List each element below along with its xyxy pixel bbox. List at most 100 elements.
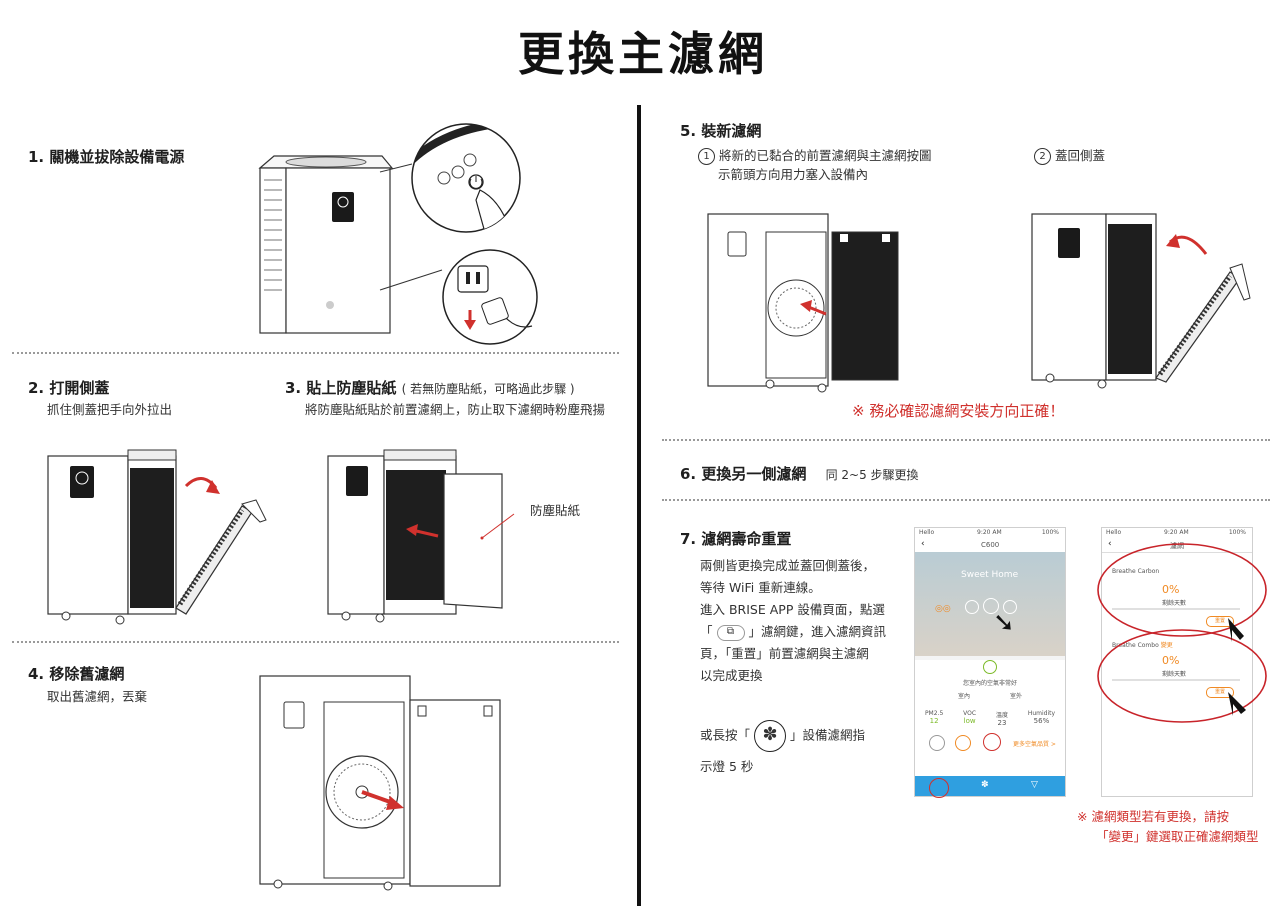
step7-alt-b: 」設備濾網指: [789, 727, 865, 743]
step2-desc: 抓住側蓋把手向外拉出: [47, 402, 173, 417]
app-screenshot-filter: Hello 9:20 AM 100% ‹ 濾網 Breathe Carbon 0…: [1101, 527, 1253, 797]
filter-key-icon: ⧉: [716, 624, 745, 641]
battery: 100%: [1041, 529, 1059, 536]
step7-note-line2: 「變更」鍵選取正確濾網類型: [1096, 829, 1259, 844]
step5-warning: ※ 務必確認濾網安裝方向正確！: [852, 402, 1065, 420]
sub2-number: 2: [1034, 148, 1051, 165]
step7-line1: 兩側皆更換完成並蓋回側蓋後，: [700, 558, 876, 573]
filter2-bar: [1112, 679, 1240, 681]
step4-desc: 取出舊濾網，丟棄: [47, 689, 148, 704]
device-status-icon: ◎◎: [935, 604, 951, 614]
carrier: Hello: [919, 529, 935, 536]
step7-line3: 進入 BRISE APP 設備頁面，點選: [700, 602, 885, 617]
nav-bar-2: ‹ 濾網: [1102, 538, 1252, 553]
sticker-label: 防塵貼紙: [530, 503, 581, 518]
step7-alt: 或長按「 ✽ 」設備濾網指: [700, 720, 865, 752]
step3-title-text: 3. 貼上防塵貼紙: [285, 379, 397, 397]
mode-icon[interactable]: [965, 600, 979, 614]
filter2-name-text: Breathe Combo: [1112, 642, 1159, 649]
filter1-percent: 0%: [1162, 583, 1180, 596]
step4-title: 4. 移除舊濾網: [28, 665, 125, 683]
divider-2: [12, 641, 619, 643]
divider-3: [662, 439, 1270, 441]
sub2-text: 蓋回側蓋: [1055, 148, 1106, 163]
step5-sub1: 1 將新的已黏合的前置濾網與主濾網按圖: [698, 145, 932, 167]
reset-button-2[interactable]: 重置: [1206, 687, 1234, 698]
filter1-bar: [1112, 608, 1240, 610]
highlight-ellipses: [1097, 543, 1267, 723]
battery-2: 100%: [1228, 529, 1246, 536]
back-icon[interactable]: ‹: [921, 539, 925, 549]
status-bar: Hello 9:20 AM 100%: [915, 528, 1065, 538]
device-tab-icon[interactable]: [929, 778, 949, 798]
device-name: C600: [981, 541, 1000, 549]
shop-tab-icon[interactable]: ▽: [1031, 780, 1038, 790]
zoom-connector-lines: [379, 163, 443, 291]
settings-icon[interactable]: [1003, 600, 1017, 614]
air-tabs: 室內 室外: [915, 691, 1065, 700]
more-air-link[interactable]: 更多空氣品質 >: [1013, 741, 1056, 748]
sub1-line1: 將新的已黏合的前置濾網與主濾網按圖: [719, 148, 932, 163]
home-name: Sweet Home: [961, 570, 1019, 580]
pointer-cursor-icon: ➘: [993, 608, 1015, 638]
step6-note: 同 2~5 步驟更換: [825, 468, 919, 482]
control-row: 更多空氣品質 >: [915, 733, 1065, 759]
tab-indoor[interactable]: 室內: [957, 693, 970, 700]
step7-line5: 頁，「重置」前置濾網與主濾網: [700, 646, 869, 661]
purifier-insert-filter-illustration: [707, 213, 899, 393]
filter2-sub: 剩餘天數: [1162, 671, 1187, 678]
clock: 9:20 AM: [977, 529, 1002, 536]
carrier-2: Hello: [1106, 529, 1122, 536]
step7-alt-a: 或長按「: [700, 727, 751, 743]
step7-line4b: 」濾網鍵，進入濾網資訊: [748, 624, 886, 639]
step5-title: 5. 裝新濾網: [680, 122, 762, 140]
divider-4: [662, 499, 1270, 501]
fan-icon[interactable]: [955, 735, 971, 751]
sub1-number: 1: [698, 148, 715, 165]
purifier-remove-filter-illustration: [259, 675, 501, 891]
fan-tab-icon[interactable]: ✽: [981, 780, 989, 790]
step3-desc: 將防塵貼紙貼於前置濾網上，防止取下濾網時粉塵飛揚: [305, 402, 606, 417]
reset-button-1[interactable]: 重置: [1206, 616, 1234, 627]
app-tab-bar: ✽ ▽: [915, 776, 1065, 798]
filter1-sub: 剩餘天數: [1162, 600, 1187, 607]
step7-instructions: 兩側皆更換完成並蓋回側蓋後， 等待 WiFi 重新連線。 進入 BRISE AP…: [700, 555, 886, 687]
step6-title-text: 6. 更換另一側濾網: [680, 465, 807, 483]
filter2-name: Breathe Combo 變更: [1112, 640, 1173, 649]
filter-key-icon-app[interactable]: [983, 598, 999, 614]
step3-title: 3. 貼上防塵貼紙 ( 若無防塵貼紙，可略過此步驟 ): [285, 377, 575, 398]
step7-line2: 等待 WiFi 重新連線。: [700, 580, 821, 595]
step7-title: 7. 濾網壽命重置: [680, 530, 792, 548]
clock-2: 9:20 AM: [1164, 529, 1189, 536]
speed-icon[interactable]: [929, 735, 945, 751]
step7-alt-c: 示燈 5 秒: [700, 759, 754, 774]
purifier-open-side-illustration: [47, 449, 267, 625]
nav-bar: ‹ C600: [915, 538, 1065, 552]
filter-header: 濾網: [1170, 542, 1184, 550]
vertical-divider: [637, 105, 641, 906]
change-button[interactable]: 變更: [1160, 642, 1173, 649]
purifier-close-side-illustration: [1031, 213, 1251, 389]
air-status: 您室內的空氣非常好: [962, 680, 1017, 687]
step7-line6: 以完成更換: [700, 668, 763, 683]
step7-line4a: 「: [700, 624, 713, 639]
smile-icon: [983, 660, 997, 674]
power-button-zoom: [411, 123, 521, 233]
page-title: 更換主濾網: [518, 27, 768, 81]
back-icon-2[interactable]: ‹: [1108, 539, 1112, 549]
step7-line4: 「 ⧉ 」濾網鍵，進入濾網資訊: [700, 621, 886, 643]
power-icon[interactable]: [983, 733, 1001, 751]
divider-1: [12, 352, 619, 354]
purifier-sticker-illustration: [327, 449, 515, 623]
step6-title: 6. 更換另一側濾網 同 2~5 步驟更換: [680, 463, 919, 484]
tab-outdoor[interactable]: 室外: [1010, 693, 1023, 700]
unplug-zoom: [442, 249, 538, 345]
filter2-percent: 0%: [1162, 654, 1180, 667]
fan-button-icon: ✽: [754, 720, 786, 752]
